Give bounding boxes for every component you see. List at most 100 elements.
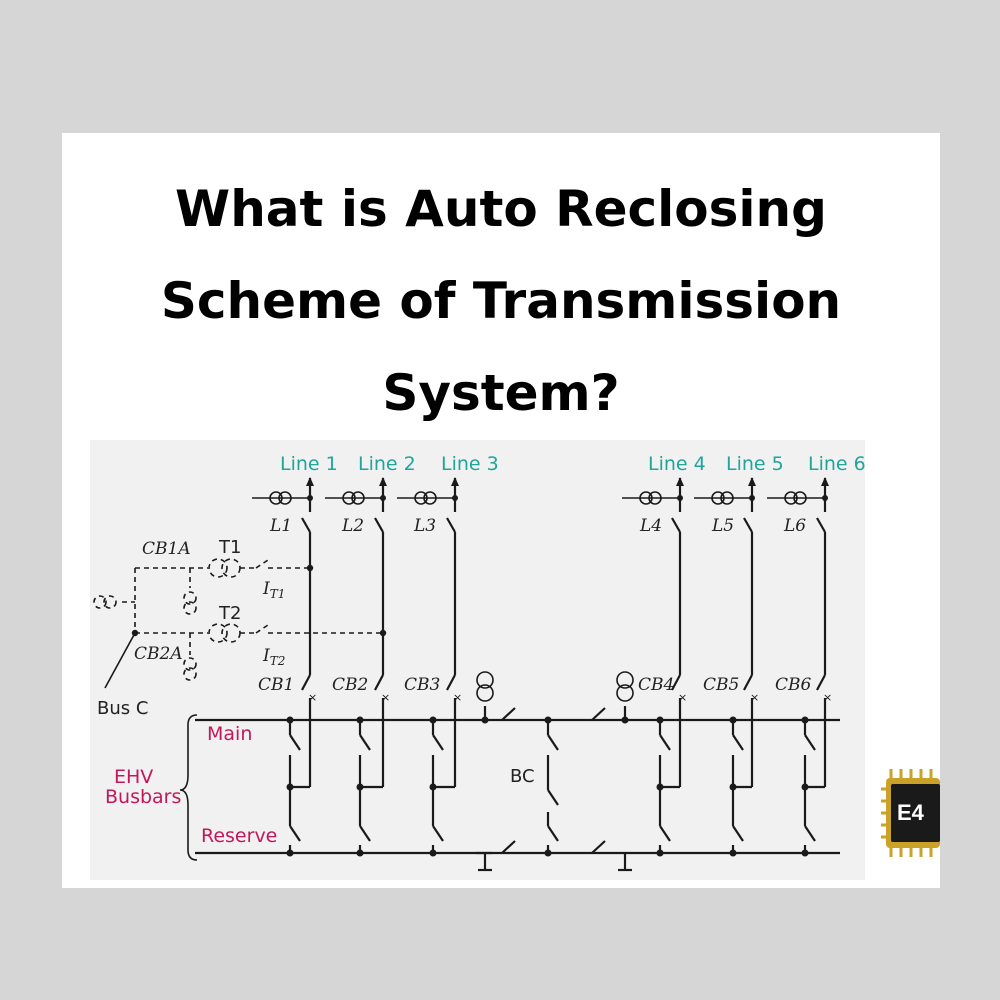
cb-label-4: CB4 <box>638 675 674 695</box>
line-1-isolator <box>301 517 311 533</box>
ct-label-l6: L6 <box>783 516 806 536</box>
tap-1-res-node <box>286 849 294 857</box>
line-label-5: Line 5 <box>726 453 784 475</box>
tap-2-mid-node <box>356 783 364 791</box>
tap-2-main-switch <box>359 734 371 751</box>
tap-4-main-switch <box>659 734 671 751</box>
tap-6-main-switch <box>804 734 816 751</box>
line-2-isolator <box>374 517 384 533</box>
tap-2-res-switch <box>359 825 371 842</box>
ct-1-coil-a <box>269 491 283 505</box>
bus-c-label: Bus C <box>97 698 148 719</box>
busbars-label: Busbars <box>105 786 181 808</box>
line-1-t1-node <box>306 564 314 572</box>
t2-label: T2 <box>218 603 241 624</box>
ct-5-coil-b <box>720 491 734 505</box>
logo-text: E4 <box>897 800 925 825</box>
cb-label-2: CB2 <box>332 675 368 695</box>
line-label-3: Line 3 <box>441 453 499 475</box>
bus-coupler-section <box>476 671 634 872</box>
t1-label: T1 <box>218 537 241 558</box>
cb-3-mark: × <box>453 691 462 704</box>
ct-label-l2: L2 <box>341 516 364 536</box>
cb-2-blade <box>374 674 384 691</box>
line-3-arrow <box>451 477 459 486</box>
tap-1-mid-node <box>286 783 294 791</box>
line-label-1: Line 1 <box>280 453 338 475</box>
ct-5-coil-a <box>711 491 725 505</box>
line-4-isolator <box>671 517 681 533</box>
title-line-3: System? <box>382 364 620 422</box>
tap-6-main-node <box>801 716 809 724</box>
tap-5-main-node <box>729 716 737 724</box>
line-label-2: Line 2 <box>358 453 416 475</box>
ct-label-l3: L3 <box>413 516 436 536</box>
cb-label-6: CB6 <box>775 675 812 695</box>
tap-2-main-node <box>356 716 364 724</box>
title-line-2: Scheme of Transmission <box>160 272 842 330</box>
line-5-isolator <box>743 517 753 533</box>
ct-6-coil-a <box>784 491 798 505</box>
cb-1-mark: × <box>308 691 317 704</box>
cb-4-blade <box>671 674 681 691</box>
cb1a-label: CB1A <box>142 539 191 559</box>
tap-5-mid-node <box>729 783 737 791</box>
cb-label-1: CB1 <box>258 675 294 695</box>
ct-3-coil-a <box>414 491 428 505</box>
cb-1-blade <box>301 674 311 691</box>
line-6-arrow <box>821 477 829 486</box>
page-title: What is Auto Reclosing Scheme of Transmi… <box>62 163 940 439</box>
cb-2-mark: × <box>381 691 390 704</box>
ct-label-l1: L1 <box>269 516 292 536</box>
it1-label: IT1 <box>262 579 285 601</box>
tap-6-res-node <box>801 849 809 857</box>
tap-6-res-switch <box>804 825 816 842</box>
cb-6-blade <box>816 674 826 691</box>
tap-4-main-node <box>656 716 664 724</box>
cb-5-mark: × <box>750 691 759 704</box>
ehv-label: EHV <box>114 766 153 788</box>
tap-3-main-node <box>429 716 437 724</box>
cb-6-mark: × <box>823 691 832 704</box>
tap-5-res-switch <box>732 825 744 842</box>
tap-1-res-switch <box>289 825 301 842</box>
ct-6-coil-b <box>793 491 807 505</box>
ct-2-coil-a <box>342 491 356 505</box>
e4-logo: E4 <box>881 769 940 857</box>
tap-3-res-switch <box>432 825 444 842</box>
line-2-arrow <box>379 477 387 486</box>
ct-3-coil-b <box>423 491 437 505</box>
tap-4-res-switch <box>659 825 671 842</box>
cb-label-3: CB3 <box>404 675 440 695</box>
main-busbar-label: Main <box>207 723 252 745</box>
busbar-brace <box>179 714 198 861</box>
tap-3-mid-node <box>429 783 437 791</box>
title-line-1: What is Auto Reclosing <box>175 180 827 238</box>
transformer-section <box>93 558 383 689</box>
reserve-busbar-label: Reserve <box>201 825 277 847</box>
cb2a-label: CB2A <box>134 644 183 664</box>
cb-5-blade <box>743 674 753 691</box>
tap-1-main-node <box>286 716 294 724</box>
tap-5-main-switch <box>732 734 744 751</box>
line-5-arrow <box>748 477 756 486</box>
ct-4-coil-b <box>648 491 662 505</box>
line-4-arrow <box>676 477 684 486</box>
bc-label: BC <box>510 766 535 787</box>
diagram-background <box>90 440 865 880</box>
ct-2-coil-b <box>351 491 365 505</box>
tap-3-res-node <box>429 849 437 857</box>
tap-4-mid-node <box>656 783 664 791</box>
it2-label: IT2 <box>262 646 285 668</box>
line-6-isolator <box>816 517 826 533</box>
tap-3-main-switch <box>432 734 444 751</box>
line-2-t2-node <box>379 629 387 637</box>
ct-1-coil-b <box>278 491 292 505</box>
ct-label-l5: L5 <box>711 516 734 536</box>
ct-4-coil-a <box>639 491 653 505</box>
line-label-4: Line 4 <box>648 453 706 475</box>
cb-label-5: CB5 <box>703 675 739 695</box>
feeders: ×××××× <box>252 477 832 857</box>
tap-2-res-node <box>356 849 364 857</box>
